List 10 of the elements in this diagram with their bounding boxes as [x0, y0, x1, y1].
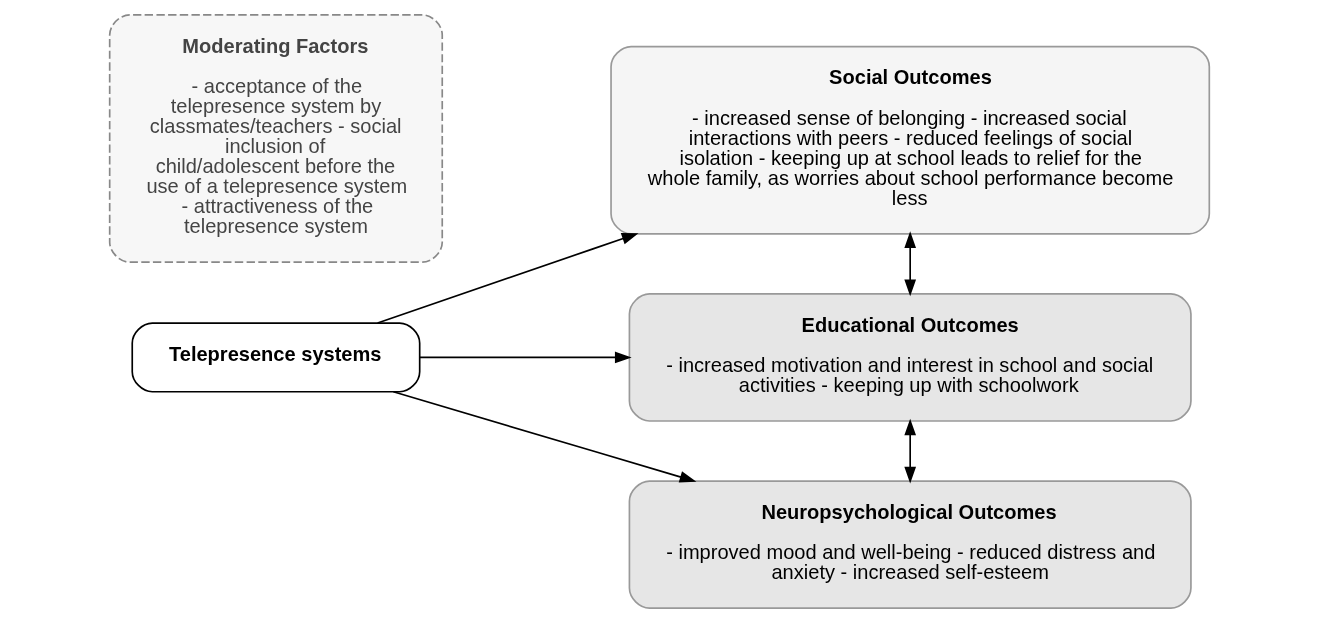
arrow — [903, 231, 916, 297]
node-box: Moderating Factors - acceptance of the telepresence system by classmates/teachers - social inclusion of child/adolescent before the use of a telepresence system - attractiveness of the telepresence system — [108, 14, 443, 264]
node-box: Social Outcomes - increased sense of belonging - increased social interactions with peers - reduced feelings of social isolation - keeping up at school leads to relief for the whole family, as worries about school performance become less — [609, 45, 1210, 235]
arrow — [376, 233, 638, 324]
arrow — [418, 351, 632, 364]
node-box: Educational Outcomes - increased motivation and interest in school and social activities - keeping up with schoolwork — [628, 293, 1192, 422]
node-box: Neuropsychological Outcomes - improved mood and well-being - reduced distress and anxiety - increased self-esteem — [628, 480, 1192, 609]
arrow — [903, 418, 916, 484]
node-box: Telepresence systems — [130, 322, 421, 393]
arrow — [392, 390, 696, 483]
